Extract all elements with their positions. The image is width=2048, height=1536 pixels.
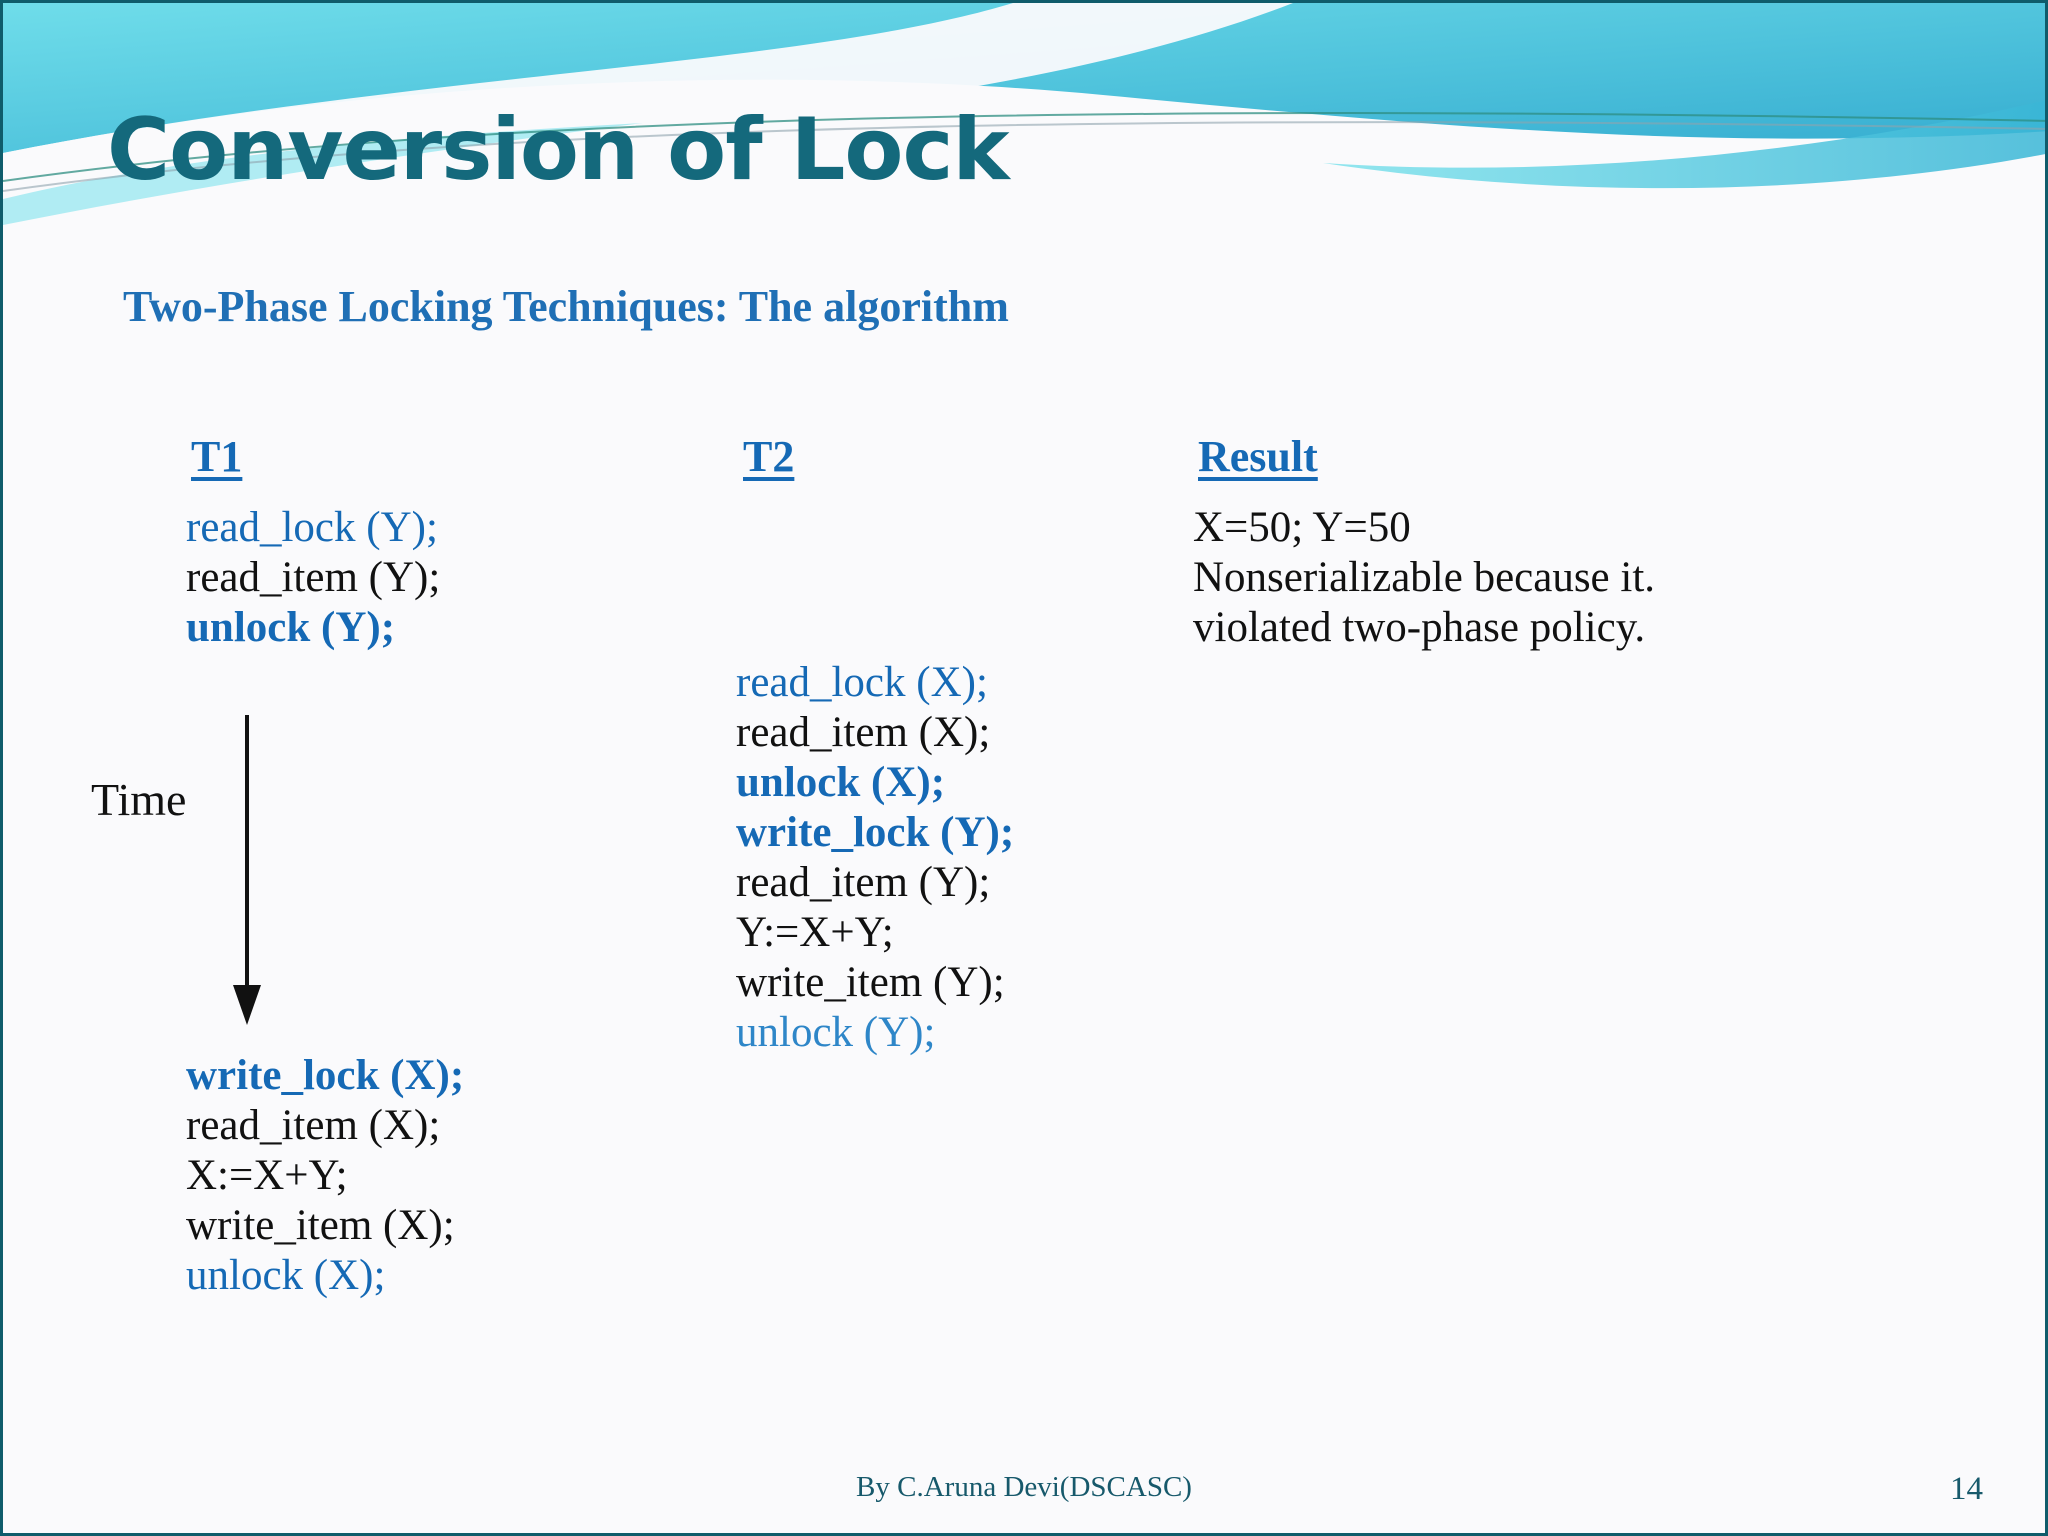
code-line: write_item (Y); [736,959,1005,1006]
code-line: read_item (X); [736,709,991,756]
result-line: Nonserializable because it. [1193,554,1656,601]
code-line: unlock (X); [186,1252,386,1299]
code-line: read_item (Y); [736,859,991,906]
code-line: Y:=X+Y; [736,909,894,956]
code-line: read_lock (X); [736,659,988,706]
code-line: write_item (X); [186,1202,455,1249]
column-heading-t2: T2 [743,432,795,481]
code-line: write_lock (Y); [736,809,1015,856]
code-line: unlock (Y); [186,604,396,651]
page-number: 14 [1950,1471,1983,1507]
slide-subtitle: Two-Phase Locking Techniques: The algori… [123,282,1009,331]
code-line: read_item (X); [186,1102,441,1149]
code-line: read_item (Y); [186,554,441,601]
time-axis-label: Time [91,774,187,825]
code-line: write_lock (X); [186,1052,465,1099]
result-line: violated two-phase policy. [1193,604,1646,651]
code-line: unlock (Y); [736,1009,936,1056]
code-block-t2: read_lock (X);read_item (X);unlock (X);w… [736,658,1014,1058]
column-heading-t1: T1 [191,432,243,481]
code-line: X:=X+Y; [186,1152,348,1199]
code-block-t1-lower: write_lock (X);read_item (X);X:=X+Y;writ… [186,1051,464,1301]
code-block-t1-upper: read_lock (Y);read_item (Y);unlock (Y); [186,503,440,653]
footer-credit: By C.Aruna Devi(DSCASC) [856,1471,1192,1503]
page-title: Conversion of Lock [107,100,1010,200]
code-line: read_lock (Y); [186,504,438,551]
code-line: unlock (X); [736,759,946,806]
result-line: X=50; Y=50 [1193,504,1411,551]
time-arrow-icon [231,713,271,1038]
column-heading-result: Result [1198,432,1318,481]
